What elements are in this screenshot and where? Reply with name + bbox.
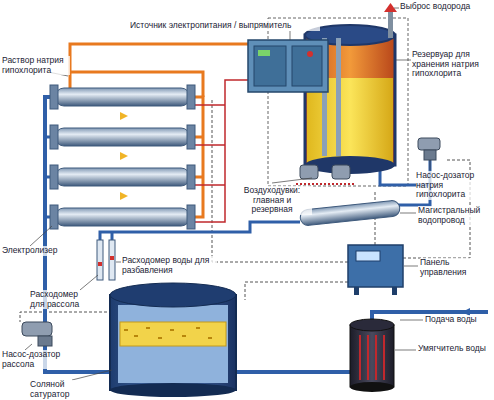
blower-base — [296, 183, 356, 185]
callout-label: Подача воды — [425, 315, 491, 325]
callout-label: Раствор натрия гипохлорита — [2, 56, 70, 75]
saturator-water — [118, 305, 228, 383]
brine-pump-head — [38, 336, 52, 346]
flange — [187, 205, 195, 229]
electrolyzer-cell — [55, 208, 190, 226]
blower — [300, 165, 318, 179]
hypochlorite-pipe — [195, 97, 203, 217]
rectifier-cabinet — [248, 40, 328, 92]
salt-grains — [124, 328, 212, 338]
softener-top — [350, 319, 394, 331]
leader-line — [404, 266, 418, 267]
water-pipe — [236, 370, 350, 374]
water-softener — [350, 325, 394, 387]
brine-pump-motor — [22, 322, 52, 336]
electrolyzer-cell — [55, 128, 190, 146]
leader-line — [272, 178, 312, 183]
flow-arrow — [120, 112, 128, 120]
flange — [50, 125, 58, 149]
callout-label: Соляной сатуратор — [30, 380, 92, 399]
panel-leg — [392, 287, 397, 295]
panel-leg — [354, 287, 359, 295]
rectifier-door — [254, 46, 286, 86]
callout-label: Выброс водорода — [400, 2, 490, 12]
air-pipe — [336, 38, 341, 156]
flowmeter — [109, 240, 115, 280]
hypochlorite-pipe — [70, 44, 318, 88]
water-main — [299, 200, 400, 226]
leader-line — [30, 226, 52, 246]
dosing-pump-head — [424, 150, 436, 160]
leader-lines — [25, 8, 430, 380]
salt-bed — [120, 322, 226, 346]
saturator-bottom — [110, 383, 236, 397]
callout-label: Насос-дозатор натрия гипохлорита — [416, 171, 492, 200]
flange — [187, 85, 195, 109]
salt-saturator — [110, 295, 236, 390]
callout-label: Расходомер воды для разбавления — [122, 256, 217, 275]
callout-label: Электролизер — [2, 246, 72, 256]
panel-display — [356, 251, 380, 261]
rectifier-door — [292, 46, 322, 86]
leader-line — [396, 60, 411, 61]
vent-arrow — [384, 3, 397, 12]
flange — [50, 165, 58, 189]
indicator-lamp — [307, 51, 313, 57]
callout-label: Расходомер для рассола — [30, 290, 92, 309]
flowmeter-float — [110, 256, 114, 260]
flowmeter — [97, 240, 103, 280]
flange — [187, 125, 195, 149]
leader-line — [116, 262, 121, 263]
leader-line — [395, 350, 416, 351]
leader-line — [72, 370, 112, 380]
leader-line — [400, 320, 423, 321]
flow-arrow — [120, 152, 128, 160]
softener-bottom — [350, 382, 394, 392]
vent-pipe — [388, 8, 393, 38]
dilution-pipe — [111, 232, 114, 240]
flange — [50, 205, 58, 229]
leader-line — [430, 160, 431, 170]
callout-label: Резервуар для хранения натрия гипохлорит… — [412, 50, 490, 79]
control-wire — [245, 282, 348, 300]
control-panel — [348, 245, 403, 287]
callout-label: Воздуходувки: главная и резервная — [232, 186, 312, 215]
leader-line — [80, 275, 98, 290]
hypochlorite-pipe — [195, 137, 203, 177]
blower — [332, 165, 350, 179]
leader-line — [290, 31, 291, 40]
electrolyzer-cell — [55, 168, 190, 186]
callout-label: Магистральный водопровод — [418, 206, 492, 225]
rectifier-display — [258, 50, 270, 56]
electrolyzer-stack — [50, 85, 195, 229]
callout-label: Умягчитель воды — [418, 344, 492, 354]
flange — [187, 165, 195, 189]
callout-label: Панель управления — [420, 258, 490, 277]
leader-line — [400, 213, 416, 214]
callout-label: Источник электропитания / выпрямитель — [130, 21, 320, 31]
flowmeter-float — [98, 262, 102, 266]
electrolyzer-cell — [55, 88, 190, 106]
flow-arrow — [120, 192, 128, 200]
softener-cartridges — [360, 335, 384, 380]
callout-label: Насос-дозатор рассола — [2, 350, 64, 369]
flange — [50, 85, 58, 109]
leader-line — [394, 8, 399, 9]
saturator-top — [110, 283, 236, 307]
dosing-pump-motor — [418, 138, 440, 150]
